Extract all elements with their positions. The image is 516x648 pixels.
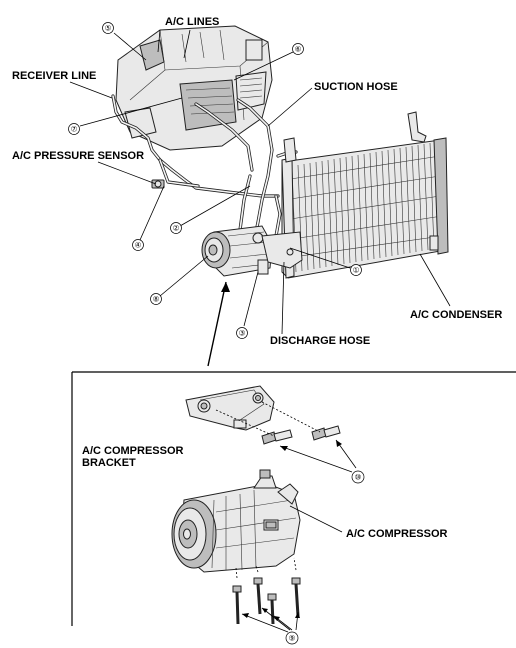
label-compressor-bracket-2: BRACKET: [82, 457, 136, 469]
label-ac-pressure-sensor: A/C PRESSURE SENSOR: [12, 150, 144, 162]
leader-10: [279, 439, 357, 473]
callout-10: ⑩: [351, 470, 365, 484]
label-receiver-line: RECEIVER LINE: [12, 70, 96, 82]
label-ac-condenser: A/C CONDENSER: [410, 309, 502, 321]
callout-2: ②: [170, 222, 182, 234]
label-ac-lines: A/C LINES: [165, 16, 219, 28]
svg-text:⑩: ⑩: [355, 473, 362, 482]
compressor-bracket-installed: [261, 231, 303, 269]
label-discharge-hose: DISCHARGE HOSE: [270, 335, 370, 347]
label-compressor-bracket-1: A/C COMPRESSOR: [82, 445, 184, 457]
svg-text:⑦: ⑦: [71, 125, 78, 134]
leader-lines-top: [69, 29, 451, 335]
callout-9: ⑨: [285, 631, 299, 645]
svg-text:⑧: ⑧: [153, 295, 160, 304]
leader-9: [241, 607, 300, 633]
callout-7: ⑦: [68, 123, 80, 135]
bolts-9: [232, 557, 301, 625]
callout-5: ⑤: [102, 22, 114, 34]
hvac-unit: [115, 25, 273, 151]
condenser: [281, 111, 449, 279]
callout-3: ③: [236, 327, 248, 339]
detail-frame: [71, 371, 516, 626]
label-ac-compressor: A/C COMPRESSOR: [346, 528, 448, 540]
svg-text:③: ③: [239, 329, 246, 338]
callout-4: ④: [132, 239, 144, 251]
bolt-10-left: [261, 429, 293, 445]
compressor-bracket-detail: [185, 385, 275, 431]
svg-text:⑥: ⑥: [295, 45, 302, 54]
svg-text:④: ④: [135, 241, 142, 250]
compressor-detail: [171, 469, 301, 573]
svg-text:⑤: ⑤: [105, 24, 112, 33]
label-suction-hose: SUCTION HOSE: [314, 81, 398, 93]
callout-8: ⑧: [150, 293, 162, 305]
callout-1: ①: [350, 264, 362, 276]
callout-6: ⑥: [292, 43, 304, 55]
leader-compressor: [289, 505, 343, 533]
detail-pointer: [207, 281, 230, 367]
svg-text:②: ②: [173, 224, 180, 233]
svg-text:⑨: ⑨: [289, 634, 296, 643]
compressor-installed: [201, 225, 273, 277]
svg-text:①: ①: [353, 266, 360, 275]
pressure-sensor: [151, 179, 165, 189]
bolt-10-right: [311, 425, 341, 441]
